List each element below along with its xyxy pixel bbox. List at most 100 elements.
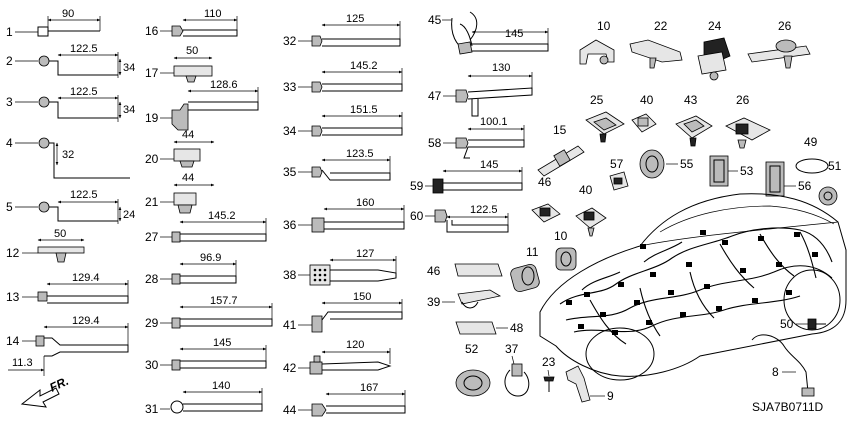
part-26[interactable]: 26 26 [725, 93, 771, 149]
part-51[interactable]: 50 [780, 317, 826, 331]
part-59[interactable]: 59 145 [410, 159, 523, 194]
dimension: 44 [182, 129, 194, 141]
part-28[interactable]: 28 96.9 [145, 252, 237, 286]
dimension: 120 [346, 339, 364, 351]
part-34[interactable]: 34 151.5 [283, 104, 403, 138]
part-9[interactable]: 11 [509, 245, 540, 293]
part-50[interactable]: 48 [455, 321, 524, 335]
dimension: 145.2 [350, 60, 378, 72]
part-17[interactable]: 17 50 [145, 45, 213, 83]
part-3[interactable]: 3 122.5 34 [6, 86, 135, 122]
part-12[interactable]: 12 50 [6, 228, 85, 263]
dimension: 127 [356, 248, 374, 260]
part-number: 35 [283, 165, 297, 179]
part-13[interactable]: 13 129.4 [6, 272, 129, 304]
part-number: 8 [772, 365, 779, 379]
part-8[interactable]: 10 [579, 19, 615, 65]
part-4[interactable]: 4 32 [6, 136, 130, 179]
dimension: 100.1 [480, 116, 508, 128]
part-42[interactable]: 42 120 [283, 339, 392, 375]
part-24[interactable]: 40 [631, 93, 657, 133]
part-number: 46 [538, 175, 552, 189]
part-22[interactable]: 24 [697, 19, 731, 81]
part-15[interactable]: 15 [537, 123, 585, 177]
dimension: 128.6 [210, 79, 238, 91]
part-30[interactable]: 30 145 [145, 337, 267, 372]
part-36[interactable]: 36 160 [283, 197, 405, 233]
part-5[interactable]: 5 122.5 24 [6, 189, 135, 224]
part-number: 19 [145, 111, 159, 125]
part-6[interactable]: 8 [751, 334, 815, 397]
part-7[interactable]: 9 [565, 365, 614, 403]
part-1[interactable]: 1 90 [6, 8, 101, 39]
part-41[interactable]: 41 150 [283, 291, 403, 333]
part-27[interactable]: 27 145.2 [145, 210, 267, 244]
part-number: 20 [145, 152, 159, 166]
part-19[interactable]: 19 128.6 [145, 79, 259, 131]
part-29[interactable]: 29 157.7 [145, 295, 273, 330]
part-38[interactable]: 38 127 [283, 248, 397, 286]
part-20[interactable]: 20 44 [145, 129, 215, 168]
part-25[interactable]: 43 [675, 93, 713, 147]
part-54[interactable]: 53 [709, 155, 754, 187]
part-31[interactable]: 31 140 [145, 380, 263, 416]
part-number: 40 [640, 93, 654, 107]
part-43[interactable]: 39 [427, 289, 502, 309]
dimension: 32 [62, 149, 74, 161]
part-35[interactable]: 35 123.5 [283, 148, 391, 181]
part-number: 25 [590, 93, 604, 107]
part-37[interactable]: 37 [504, 342, 530, 397]
part-number: 15 [553, 123, 567, 137]
part-44[interactable]: 44 167 [283, 382, 406, 417]
part-21[interactable]: 21 44 [145, 172, 215, 214]
part-58[interactable]: 58 100.1 [428, 116, 525, 159]
part-55[interactable]: 55 [639, 149, 694, 179]
part-46[interactable]: 40 46 [531, 175, 561, 223]
part-39[interactable]: 26 [747, 19, 811, 69]
part-number: 49 [804, 135, 818, 149]
part-52[interactable]: 51 [818, 159, 842, 206]
part-10[interactable]: 15 10 [554, 229, 577, 271]
part-49[interactable]: 46 [427, 263, 503, 278]
part-number: 46 [427, 264, 441, 278]
dimension: 145 [505, 28, 523, 40]
part-11[interactable]: 23 [542, 355, 556, 392]
part-57[interactable]: 57 [609, 157, 629, 191]
front-arrow-icon [20, 387, 60, 408]
part-47[interactable]: 47 130 [428, 62, 533, 117]
part-number: 2 [6, 54, 13, 68]
dimension: 11.3 [12, 357, 33, 369]
part-53[interactable]: 52 [455, 342, 491, 397]
part-33[interactable]: 33 145.2 [283, 60, 403, 94]
part-23[interactable]: 25 [585, 93, 625, 143]
part-56[interactable]: 56 [765, 161, 812, 197]
diagram-code: SJA7B0711D [752, 400, 823, 414]
part-number: 21 [145, 195, 159, 209]
part-40[interactable]: 39 40 [575, 183, 607, 237]
part-number: 30 [145, 358, 159, 372]
part-number: 13 [6, 290, 20, 304]
part-45[interactable]: 45 145 [428, 11, 549, 55]
part-number: 37 [505, 342, 519, 356]
part-number: 26 [736, 93, 750, 107]
part-48[interactable]: 49 [795, 135, 829, 174]
part-number: 26 [778, 19, 792, 33]
part-60[interactable]: 60 122.5 [410, 204, 509, 233]
dimension: 34 [123, 62, 135, 74]
part-number: 4 [6, 136, 13, 150]
part-16[interactable]: 16 110 [145, 8, 238, 38]
dimension: 34 [123, 104, 135, 116]
dimension: 122.5 [70, 43, 98, 55]
part-number: 32 [283, 34, 297, 48]
part-number: 5 [6, 200, 13, 214]
part-32[interactable]: 32 125 [283, 13, 401, 48]
part-number: 28 [145, 272, 159, 286]
dimension: 167 [360, 382, 378, 394]
dimension: 110 [204, 8, 222, 20]
part-number: 34 [283, 124, 297, 138]
part-number: 56 [798, 179, 812, 193]
part-18[interactable]: 22 [629, 19, 683, 69]
part-number: 47 [428, 89, 442, 103]
part-2[interactable]: 2 122.5 34 [6, 43, 135, 78]
part-14[interactable]: 14 129.4 11.3 [6, 315, 129, 376]
